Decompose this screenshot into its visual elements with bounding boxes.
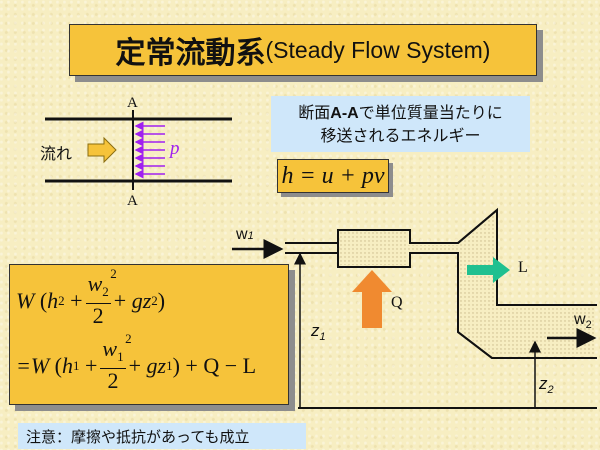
system-body-fill	[340, 214, 595, 356]
note-prefix: 断面	[298, 102, 331, 122]
note-line-1: 断面A-Aで単位質量当たりに	[298, 102, 502, 125]
pressure-arrows	[134, 121, 165, 179]
note-section-label: A-A	[330, 104, 359, 122]
title-japanese: 定常流動系	[115, 36, 266, 71]
work-arrow	[467, 257, 510, 283]
section-label-bottom: A	[127, 193, 138, 209]
title-box: 定常流動系 (Steady Flow System)	[69, 24, 537, 76]
section-label-top: A	[127, 95, 138, 111]
w2-label: w2	[574, 311, 592, 331]
w1-label: w1	[236, 226, 254, 243]
energy-note: 断面A-Aで単位質量当たりに 移送されるエネルギー	[271, 96, 530, 152]
flow-label: 流れ	[40, 144, 73, 163]
pressure-label: p	[170, 138, 180, 159]
note-suffix: で単位質量当たりに	[358, 102, 503, 122]
title-english: (Steady Flow System)	[265, 36, 491, 63]
flow-arrow	[87, 136, 117, 164]
note-line-2: 移送されるエネルギー	[320, 125, 481, 145]
z2-label: z2	[539, 374, 554, 396]
z1-label: z1	[311, 321, 326, 343]
heat-label: Q	[391, 294, 403, 311]
pipe-section-diagram	[45, 110, 232, 190]
work-label: L	[518, 259, 528, 276]
caution-note: 注意：摩擦や抵抗があっても成立	[18, 423, 306, 449]
enthalpy-formula: h = u + pv	[277, 159, 389, 193]
heat-arrow	[352, 270, 392, 328]
